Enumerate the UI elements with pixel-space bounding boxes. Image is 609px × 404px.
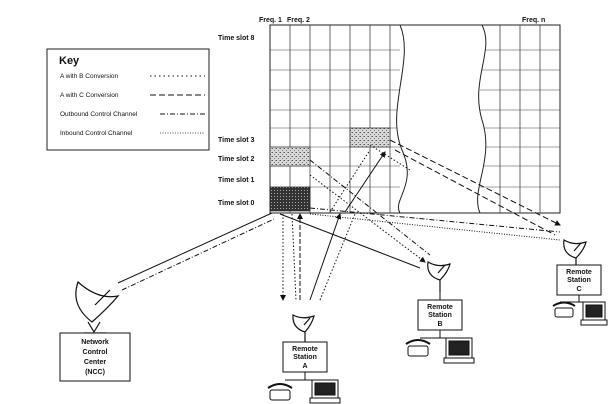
time-slot-label-0: Time slot 0 bbox=[218, 200, 255, 207]
station-b-box: Remote Station B bbox=[417, 292, 463, 339]
ncc-label-line1: Network bbox=[81, 339, 109, 346]
key-item-outbound: Outbound Control Channel bbox=[60, 111, 138, 118]
station-b-label-line2: Station bbox=[428, 312, 452, 319]
ncc-dish-icon bbox=[75, 280, 120, 334]
slot-3-occupied bbox=[349, 127, 391, 148]
station-b-computer-icon bbox=[443, 337, 475, 364]
freq-label-2: Freq. 2 bbox=[287, 17, 310, 24]
station-b-dish-icon bbox=[427, 261, 451, 292]
station-a-box: Remote Station A bbox=[282, 341, 328, 381]
key-legend: Key A with B Conversion A with C Convers… bbox=[46, 48, 210, 151]
ncc-box: Network Control Center (NCC) bbox=[59, 332, 131, 382]
key-title: Key bbox=[59, 55, 80, 67]
grid-break bbox=[396, 24, 487, 214]
station-b-label-line1: Remote bbox=[427, 304, 453, 311]
freq-label-1: Freq. 1 bbox=[259, 17, 282, 24]
station-c-label-line1: Remote bbox=[566, 269, 592, 276]
time-slot-label-8: Time slot 8 bbox=[218, 35, 255, 42]
time-slot-label-1: Time slot 1 bbox=[218, 177, 255, 184]
station-c-dish-icon bbox=[563, 239, 587, 265]
station-a-label-line1: Remote bbox=[292, 346, 318, 353]
station-c-box: Remote Station C bbox=[556, 264, 602, 303]
station-a-dish-icon bbox=[292, 314, 315, 342]
key-item-a-with-b: A with B Conversion bbox=[60, 73, 119, 80]
station-a-computer-icon bbox=[309, 379, 341, 404]
key-item-inbound: Inbound Control Channel bbox=[60, 130, 133, 137]
station-c-computer-icon bbox=[580, 301, 608, 326]
slot-0-occupied bbox=[269, 186, 311, 212]
station-c-link bbox=[389, 139, 561, 226]
station-b-link bbox=[279, 213, 421, 269]
ncc-label-line4: (NCC) bbox=[85, 369, 105, 376]
station-a-label-line3: A bbox=[302, 363, 307, 370]
station-a-phone-icon bbox=[267, 383, 293, 401]
signal-links bbox=[117, 139, 561, 301]
ncc-label-line3: Center bbox=[84, 359, 106, 366]
station-b-label-line3: B bbox=[437, 321, 442, 328]
key-item-a-with-c: A with C Conversion bbox=[60, 92, 119, 99]
station-c-label-line2: Station bbox=[567, 277, 591, 284]
ncc-label-line2: Control bbox=[83, 349, 108, 356]
time-slot-label-3: Time slot 3 bbox=[218, 137, 255, 144]
tdma-grid bbox=[269, 24, 561, 214]
time-slot-label-2: Time slot 2 bbox=[218, 156, 255, 163]
ncc-link bbox=[117, 212, 273, 284]
station-b-phone-icon bbox=[405, 339, 431, 357]
station-a-label-line2: Station bbox=[293, 354, 317, 361]
station-c-label-line3: C bbox=[576, 286, 581, 293]
slot-2-occupied bbox=[269, 146, 311, 167]
freq-label-n: Freq. n bbox=[522, 17, 545, 24]
station-c-phone-icon bbox=[552, 301, 576, 318]
